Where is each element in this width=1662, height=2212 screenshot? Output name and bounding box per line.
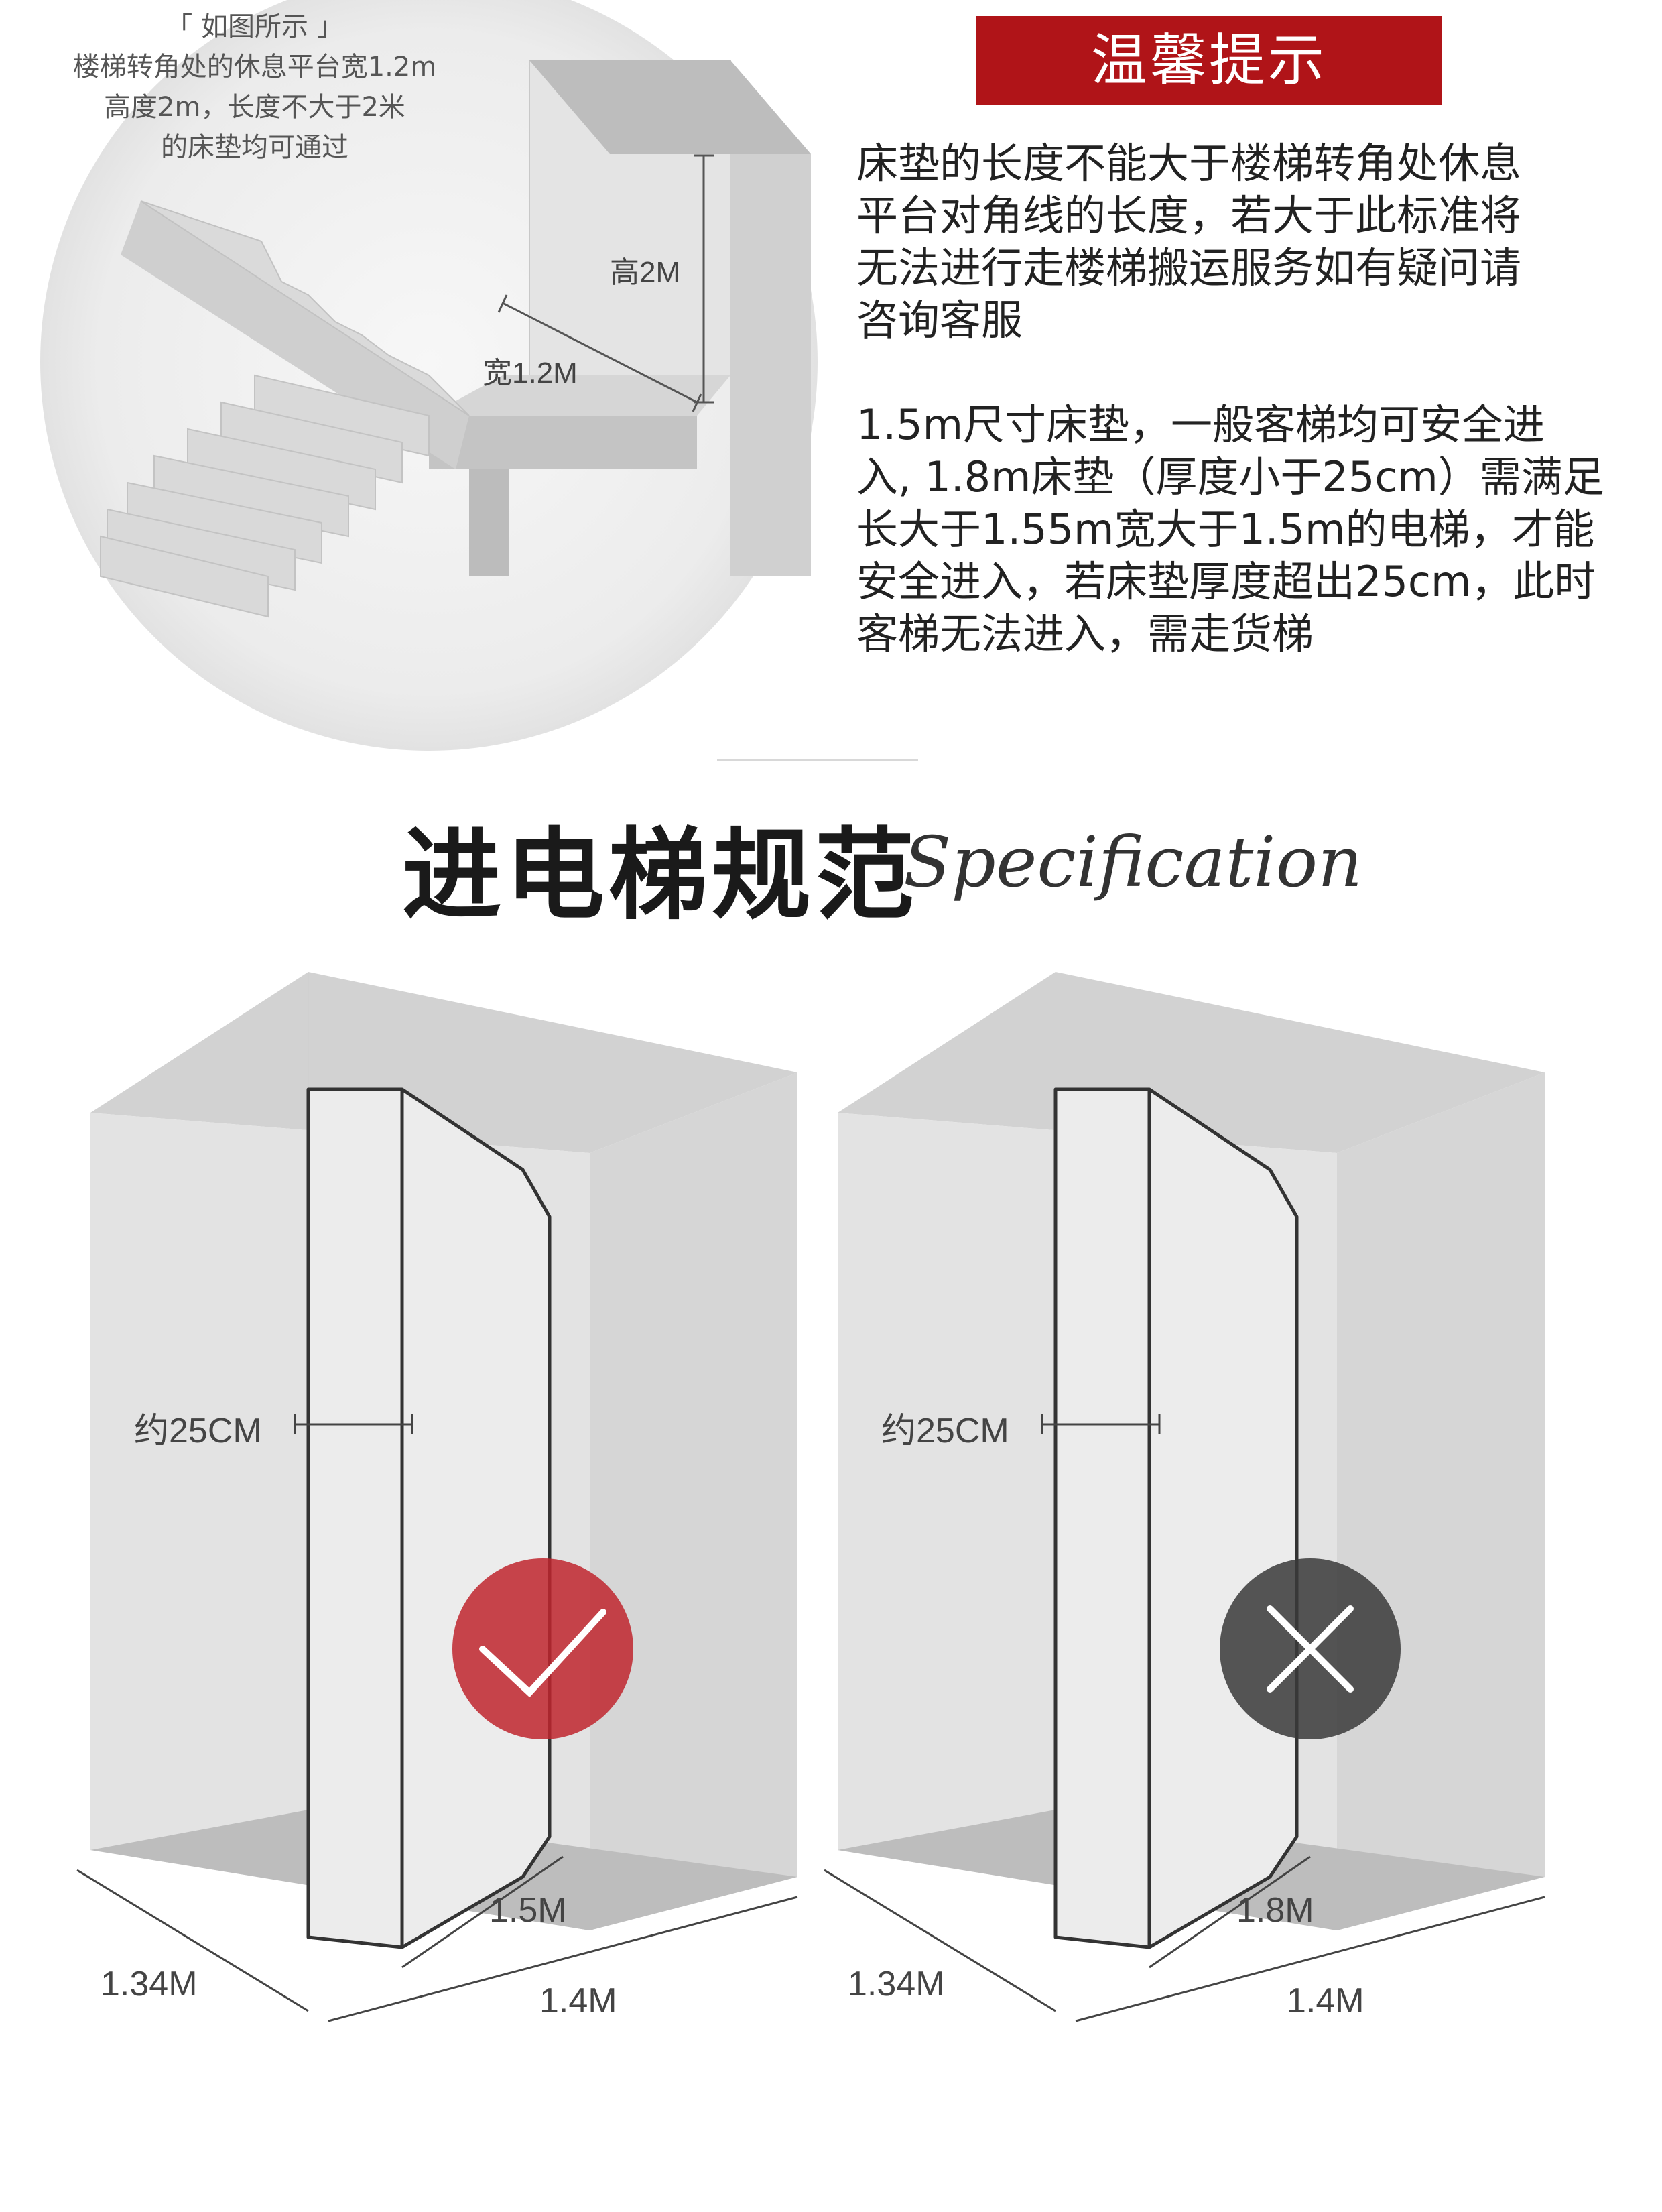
stairs-width-label: 宽1.2M <box>483 357 578 389</box>
elevator-ok-width-label: 1.4M <box>539 1981 617 2020</box>
tips-paragraph-2: 1.5m尺寸床垫，一般客梯均可安全进 入, 1.8m床垫（厚度小于25cm）需满… <box>856 400 1604 658</box>
section-divider <box>717 759 918 761</box>
section-subtitle: Specification <box>903 821 1363 903</box>
elevator-ok-depth-label: 1.34M <box>101 1965 198 2004</box>
stairs-drawing <box>40 0 818 751</box>
section-title: 进电梯规范 <box>402 818 918 933</box>
elevator-no-mattress-width-label: 1.8M <box>1236 1891 1314 1930</box>
stairs-caption-line-3: 的床垫均可通过 <box>161 132 348 163</box>
tips-title-banner: 温馨提示 <box>976 16 1442 105</box>
elevator-ok-mattress-width-label: 1.5M <box>489 1891 567 1930</box>
stairs-height-label: 高2M <box>610 256 681 289</box>
stairs-caption-line-1: 楼梯转角处的休息平台宽1.2m <box>72 52 437 82</box>
elevator-no-depth-label: 1.34M <box>848 1965 945 2004</box>
stairs-caption-line-2: 高度2m，长度不大于2米 <box>104 92 405 123</box>
stairs-caption-heading: 「 如图所示 」 <box>166 11 344 42</box>
elevator-ok-thickness-label: 约25CM <box>134 1412 262 1451</box>
elevator-no-width-label: 1.4M <box>1287 1981 1364 2020</box>
elevator-no-thickness-label: 约25CM <box>881 1412 1009 1451</box>
tips-paragraph-1: 床垫的长度不能大于楼梯转角处休息 平台对角线的长度，若大于此标准将 无法进行走楼… <box>856 139 1522 345</box>
